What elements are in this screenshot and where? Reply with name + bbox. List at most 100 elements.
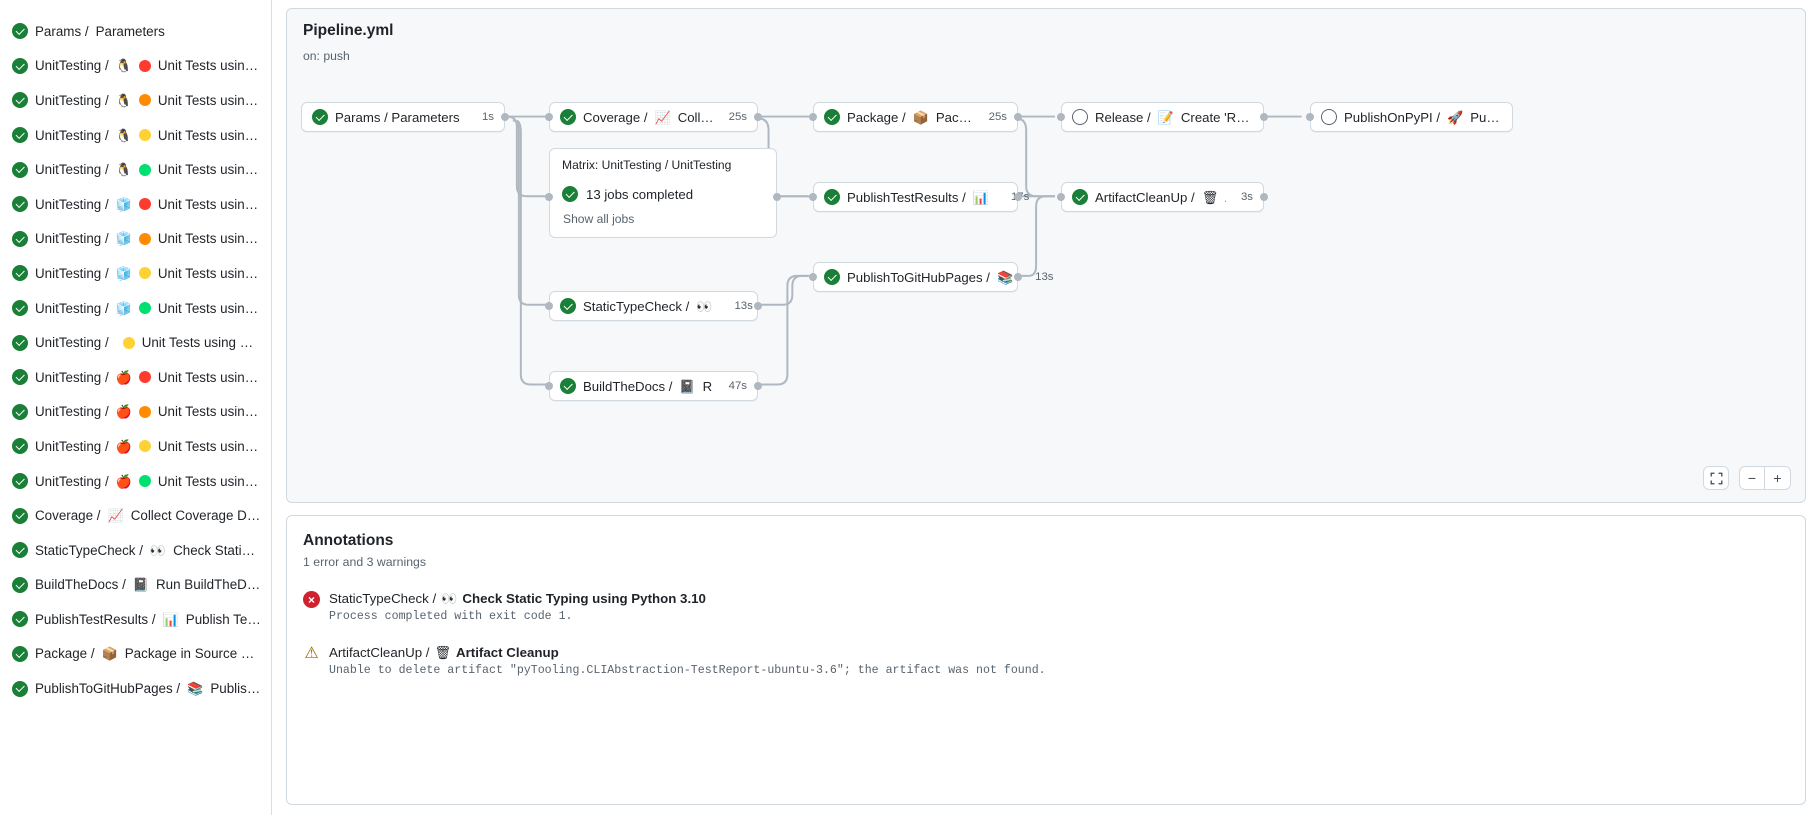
sidebar-job-prefix: StaticTypeCheck / bbox=[35, 542, 143, 558]
annotation-job-name: StaticTypeCheck / bbox=[329, 591, 437, 606]
zoom-controls[interactable]: − + bbox=[1703, 466, 1791, 490]
sidebar-job-label: Check Static Typing... bbox=[173, 542, 261, 558]
graph-node-duration: 13s bbox=[734, 300, 753, 312]
show-all-jobs-link[interactable]: Show all jobs bbox=[563, 212, 635, 226]
sidebar-job-item[interactable]: UnitTesting / 🍎Unit Tests using Pyth... bbox=[4, 395, 267, 430]
status-success-icon bbox=[12, 507, 28, 524]
sidebar-job-item[interactable]: Coverage / 📈Collect Coverage Data usi... bbox=[4, 498, 267, 533]
sidebar-job-item[interactable]: PublishToGitHubPages / 📚Publish to G... bbox=[4, 671, 267, 706]
graph-edges bbox=[502, 115, 1302, 386]
status-success-icon bbox=[12, 23, 28, 40]
sidebar-job-label: Run BuildTheDocs bbox=[156, 577, 261, 593]
graph-node-input-port bbox=[1057, 193, 1065, 201]
graph-node-statictype[interactable]: StaticTypeCheck / 👀Chec...13s bbox=[549, 291, 758, 321]
sidebar-job-prefix: Params / bbox=[35, 23, 89, 39]
yellow-dot-icon bbox=[138, 267, 151, 280]
matrix-input-port bbox=[545, 193, 553, 201]
sidebar-job-item[interactable]: UnitTesting / 🧊Unit Tests using Pyth... bbox=[4, 222, 267, 257]
graph-node-input-port bbox=[545, 302, 553, 310]
red-dot-icon bbox=[138, 198, 151, 211]
annotation-item[interactable]: × StaticTypeCheck / 👀 Check Static Typing … bbox=[303, 591, 1789, 623]
sidebar-job-item[interactable]: UnitTesting / 🐧Unit Tests using Pyth... bbox=[4, 83, 267, 118]
notebook-icon: 📓 bbox=[132, 577, 149, 593]
sidebar-job-prefix: UnitTesting / bbox=[35, 300, 109, 316]
annotation-body: StaticTypeCheck / 👀 Check Static Typing u… bbox=[329, 591, 706, 623]
fit-to-screen-button[interactable] bbox=[1703, 466, 1729, 490]
sidebar-job-item[interactable]: UnitTesting / 🍎Unit Tests using Pyth... bbox=[4, 429, 267, 464]
graph-node-output-port bbox=[754, 382, 762, 390]
red-dot-icon bbox=[138, 59, 151, 72]
sidebar-job-label: Unit Tests using Pyth... bbox=[157, 369, 261, 385]
sidebar-job-item[interactable]: UnitTesting / 🐧Unit Tests using Pyth... bbox=[4, 118, 267, 153]
graph-node-output-port bbox=[754, 302, 762, 310]
eyes-icon: 👀 bbox=[696, 298, 713, 314]
zoom-in-button[interactable]: + bbox=[1765, 466, 1791, 490]
yellow-dot-icon bbox=[138, 129, 151, 142]
sidebar-job-item[interactable]: UnitTesting / 🧊Unit Tests using Pyth... bbox=[4, 256, 267, 291]
sidebar-job-prefix: UnitTesting / bbox=[35, 404, 109, 420]
sidebar-job-item[interactable]: PublishTestResults / 📊Publish Test Resu.… bbox=[4, 602, 267, 637]
sidebar-job-item[interactable]: UnitTesting / 🐧Unit Tests using Pyth... bbox=[4, 152, 267, 187]
sidebar-job-prefix: UnitTesting / bbox=[35, 438, 109, 454]
status-success-icon bbox=[824, 109, 840, 125]
status-success-icon bbox=[1072, 189, 1088, 205]
sidebar-job-item[interactable]: UnitTesting / 🧊Unit Tests using Pyth... bbox=[4, 291, 267, 326]
sidebar-job-item[interactable]: UnitTesting / 🍎Unit Tests using Pyth... bbox=[4, 464, 267, 499]
sidebar-job-item[interactable]: Package / 📦Package in Source and Wh... bbox=[4, 637, 267, 672]
sidebar-job-item[interactable]: UnitTesting / 🧊Unit Tests using Pyth... bbox=[4, 187, 267, 222]
matrix-summary-row: 13 jobs completed bbox=[562, 186, 764, 202]
books-icon: 📚 bbox=[187, 681, 204, 697]
zoom-out-button[interactable]: − bbox=[1739, 466, 1765, 490]
sidebar-job-item[interactable]: UnitTesting / 🐧Unit Tests using Pyth... bbox=[4, 49, 267, 84]
sidebar-job-prefix: UnitTesting / bbox=[35, 335, 109, 351]
green-dot-icon bbox=[138, 302, 151, 315]
graph-node-coverage[interactable]: Coverage / 📈Collect Cove...25s bbox=[549, 102, 758, 132]
sidebar-job-label: Unit Tests using Pyth... bbox=[141, 335, 261, 351]
sidebar-job-item[interactable]: UnitTesting / 🍎Unit Tests using Pyth... bbox=[4, 360, 267, 395]
graph-node-output-port bbox=[754, 113, 762, 121]
graph-node-testresults[interactable]: PublishTestResults / 📊Pu...17s bbox=[813, 182, 1029, 212]
graph-node-release[interactable]: Release / 📝Create 'Release P... bbox=[1061, 102, 1264, 132]
matrix-summary-text: 13 jobs completed bbox=[586, 186, 694, 202]
sidebar-job-prefix: UnitTesting / bbox=[35, 92, 109, 108]
sidebar-job-item[interactable]: StaticTypeCheck / 👀Check Static Typing..… bbox=[4, 533, 267, 568]
sidebar-job-prefix: UnitTesting / bbox=[35, 473, 109, 489]
annotation-message: Unable to delete artifact "pyTooling.CLI… bbox=[329, 664, 1046, 677]
graph-node-input-port bbox=[809, 113, 817, 121]
status-success-icon bbox=[12, 611, 28, 628]
eyes-icon: 👀 bbox=[441, 591, 458, 606]
annotation-header: ArtifactCleanUp / 🗑Artifact Cleanup bbox=[329, 645, 1046, 660]
graph-node-pypi[interactable]: PublishOnPyPI / 🚀Publish to ... bbox=[1310, 102, 1513, 132]
sidebar-job-item[interactable]: UnitTesting / Unit Tests using Pyth... bbox=[4, 325, 267, 360]
graph-node-step-name: Collect Cove... bbox=[677, 109, 714, 125]
apple-icon: 🍎 bbox=[115, 473, 132, 489]
graph-node-input-port bbox=[1057, 113, 1065, 121]
sidebar-job-item[interactable]: BuildTheDocs / 📓 Run BuildTheDocs bbox=[4, 568, 267, 603]
main-content: Pipeline.yml on: push bbox=[272, 0, 1818, 815]
yellow-dot-icon bbox=[138, 440, 151, 453]
sidebar-job-item[interactable]: Params / Parameters bbox=[4, 14, 267, 49]
graph-node-output-port bbox=[1014, 193, 1022, 201]
sidebar-job-prefix: BuildTheDocs / bbox=[35, 577, 126, 593]
sidebar-job-label: Unit Tests using Pyth... bbox=[157, 404, 261, 420]
graph-node-package[interactable]: Package / 📦Package in So...25s bbox=[813, 102, 1018, 132]
error-icon: × bbox=[303, 591, 320, 608]
annotation-step-name: Check Static Typing using Python 3.10 bbox=[462, 591, 706, 606]
status-success-icon bbox=[12, 473, 28, 490]
graph-node-job-name: PublishOnPyPI / bbox=[1344, 109, 1441, 125]
status-success-icon bbox=[12, 300, 28, 317]
sidebar-job-prefix: UnitTesting / bbox=[35, 162, 109, 178]
sidebar-job-prefix: PublishTestResults / bbox=[35, 611, 156, 627]
warning-icon: ⚠ bbox=[304, 644, 319, 662]
sidebar-job-label: Unit Tests using Pyth... bbox=[157, 265, 261, 281]
graph-node-artifact[interactable]: ArtifactCleanUp / 🗑Artifac...3s bbox=[1061, 182, 1264, 212]
graph-node-builddocs[interactable]: BuildTheDocs / 📓Run Buil...47s bbox=[549, 371, 758, 401]
graph-node-ghpages[interactable]: PublishToGitHubPages / 📚...13s bbox=[813, 262, 1054, 292]
